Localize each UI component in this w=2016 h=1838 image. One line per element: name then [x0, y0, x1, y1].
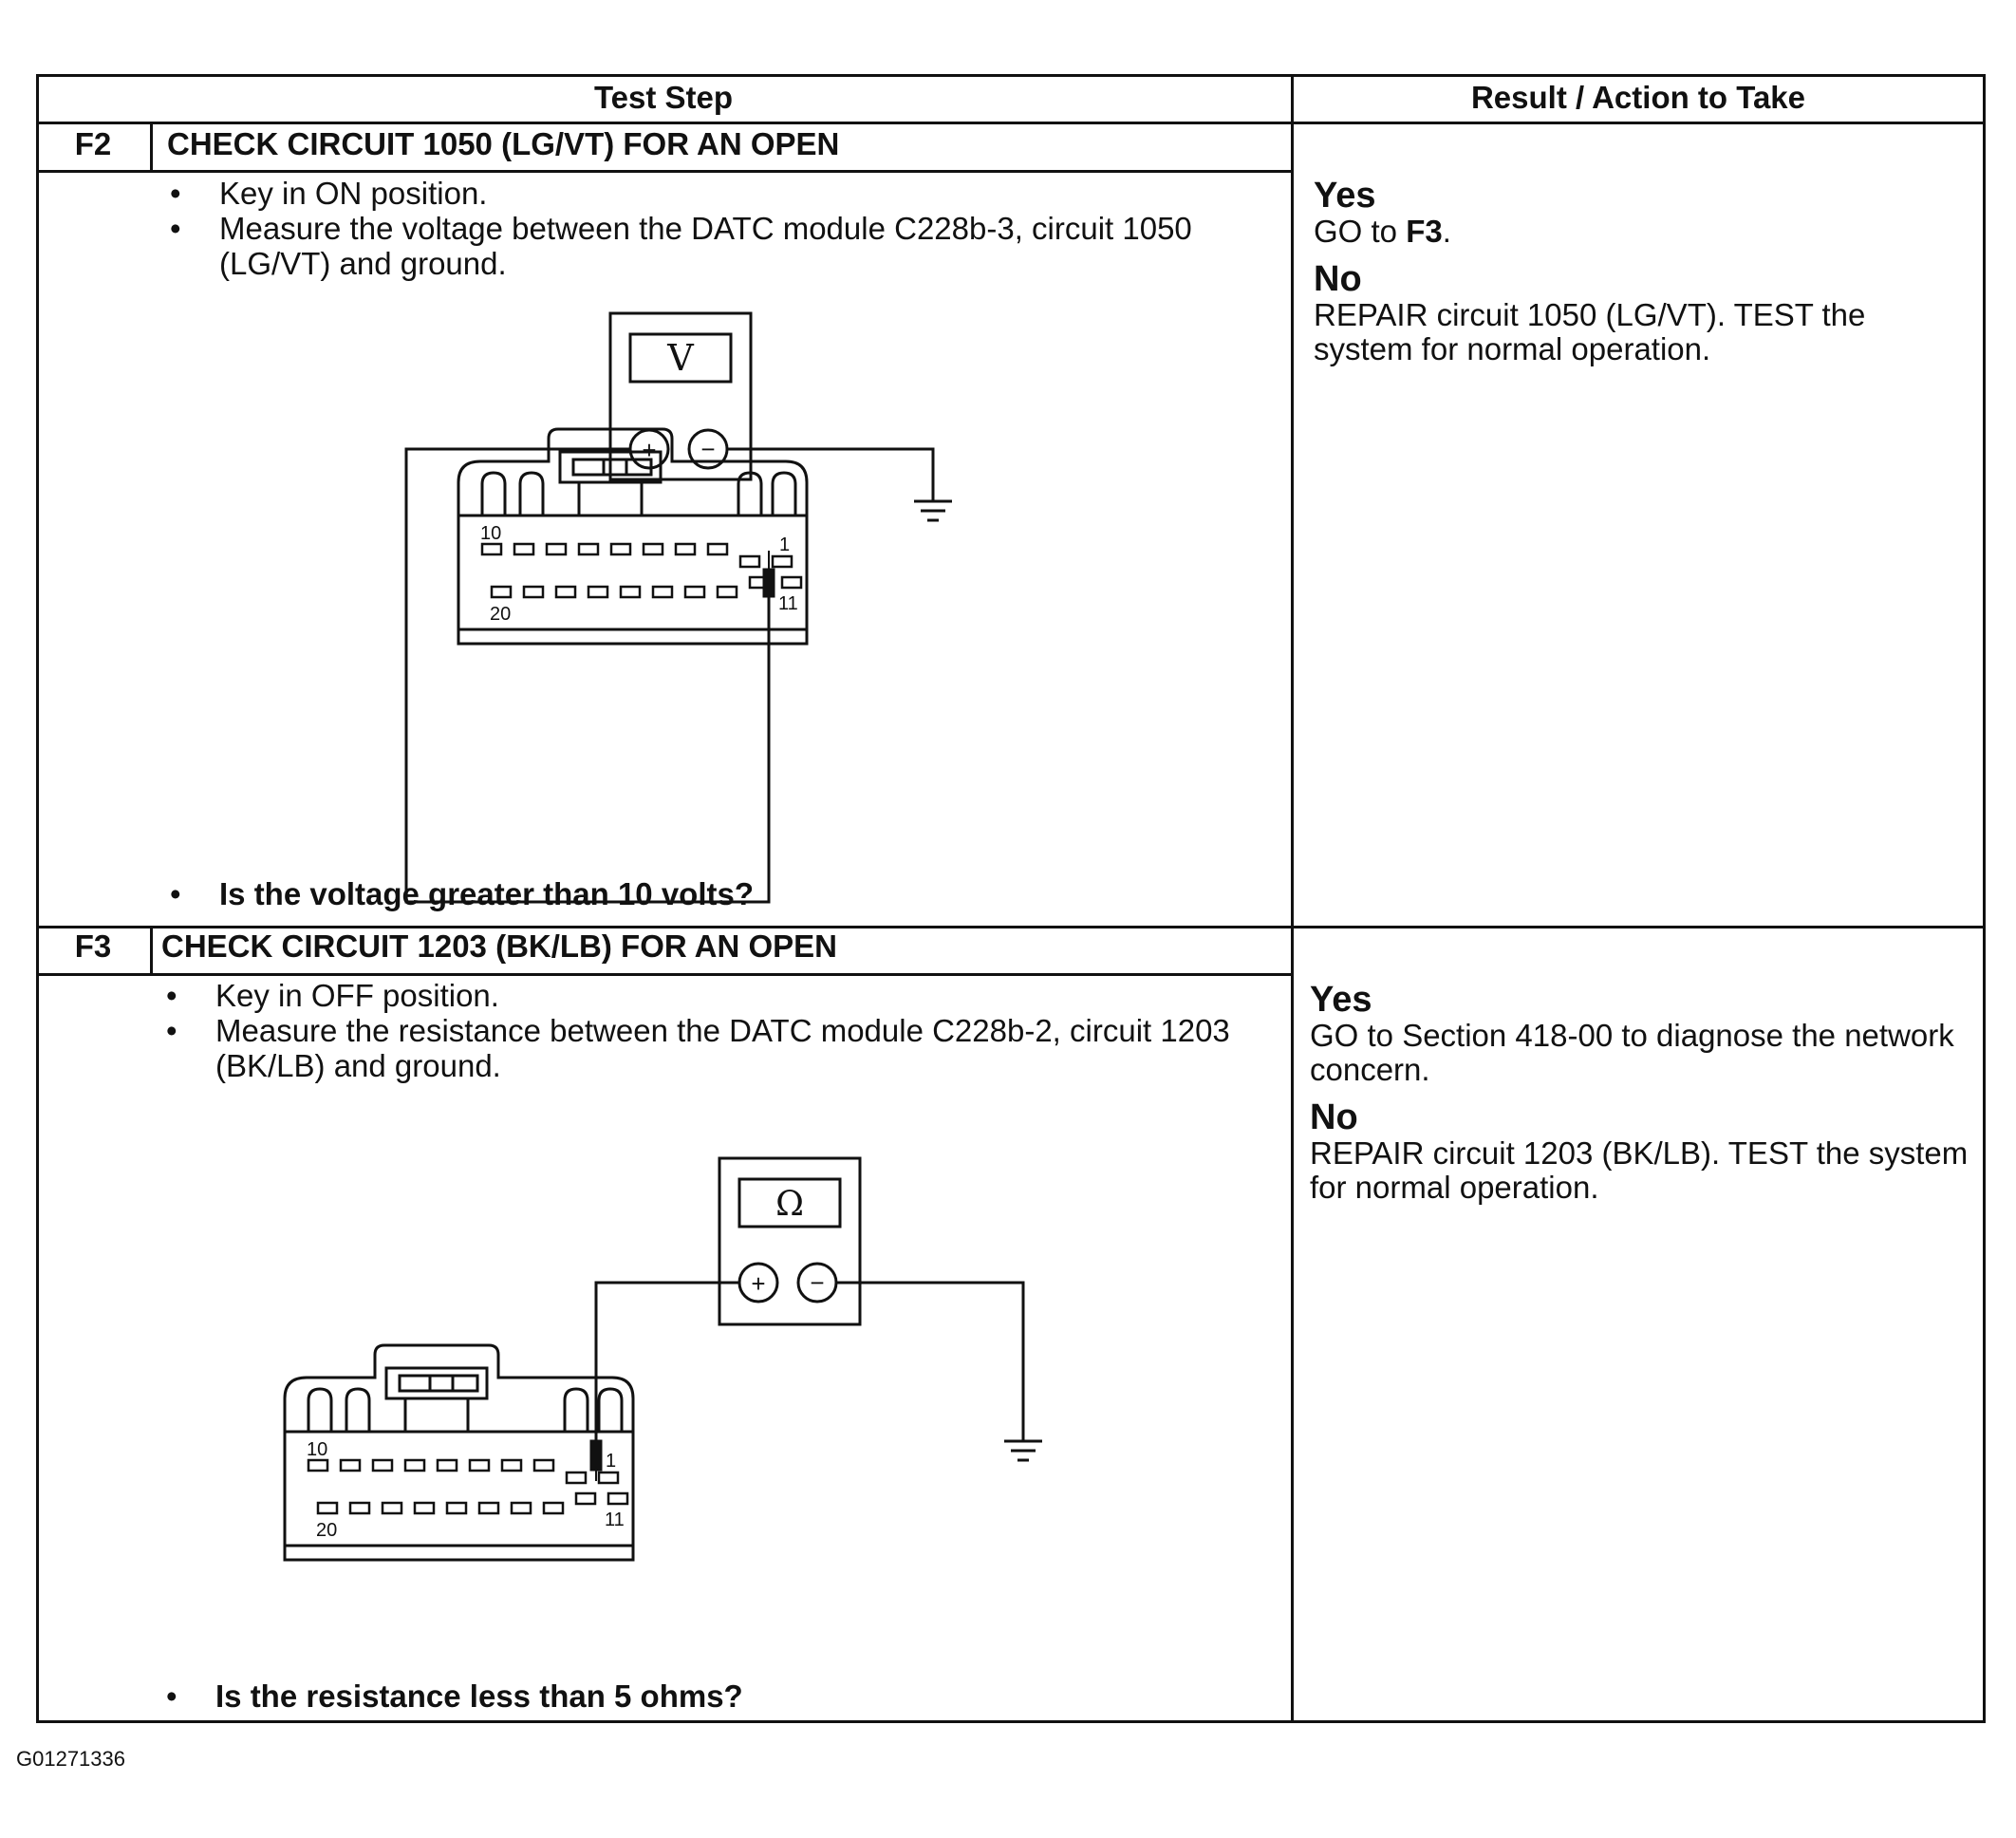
list-item: • Measure the voltage between the DATC mo…	[164, 211, 1265, 281]
bullet: •	[170, 876, 181, 911]
connector-c228b	[457, 427, 809, 646]
bullet: •	[166, 978, 177, 1013]
bullet: •	[170, 176, 181, 211]
negative-lead	[727, 447, 935, 454]
header-result-action: Result / Action to Take	[1470, 80, 1806, 115]
bullet: •	[166, 1013, 177, 1048]
f2-title-divider	[36, 170, 1293, 173]
result-yes-text: GO to Section 418-00 to diagnose the net…	[1310, 1018, 1954, 1087]
figure-id: G01271336	[16, 1747, 125, 1771]
pin-label-20: 20	[490, 604, 511, 625]
step-title-f3: CHECK CIRCUIT 1203 (BK/LB) FOR AN OPEN	[161, 928, 837, 964]
test-probe	[589, 1370, 603, 1481]
pin-label-10: 10	[480, 523, 501, 544]
voltmeter-display	[628, 332, 733, 384]
voltmeter-body	[608, 311, 753, 481]
result-yes-label: Yes	[1314, 176, 1376, 216]
positive-lead	[594, 1281, 739, 1370]
step-divider	[36, 926, 1986, 928]
pin-label-1: 1	[606, 1451, 616, 1472]
step-id-f2: F2	[74, 126, 112, 161]
f3-instructions: • Key in OFF position. • Measure the resis…	[160, 978, 1261, 1083]
test-probe	[762, 551, 775, 815]
table-border-top	[36, 74, 1986, 77]
table-border-bottom	[36, 1720, 1986, 1723]
f2-instructions: • Key in ON position. • Measure the voltag…	[164, 176, 1265, 281]
connector-pins-bottom	[490, 575, 803, 599]
pin-label-20: 20	[316, 1520, 337, 1541]
header-divider	[36, 122, 1986, 124]
result-no-text: REPAIR circuit 1203 (BK/LB). TEST the sy…	[1310, 1135, 1969, 1205]
f3-id-divider	[150, 926, 153, 975]
connector-pins-top	[307, 1458, 620, 1485]
instruction-text: Key in OFF position.	[215, 978, 499, 1013]
connector-pins-top	[480, 542, 793, 569]
instruction-text: Key in ON position.	[219, 176, 488, 211]
f2-id-divider	[150, 122, 153, 172]
f2-voltage-diagram: V + −	[404, 311, 952, 904]
column-divider	[1291, 74, 1294, 1723]
pin-label-1: 1	[779, 535, 790, 555]
pin-label-10: 10	[307, 1439, 327, 1460]
result-f3: Yes GO to Section 418-00 to diagnose the…	[1310, 981, 1969, 1216]
instruction-text: Measure the resistance between the DATC …	[215, 1013, 1230, 1083]
result-no-text: REPAIR circuit 1050 (LG/VT). TEST the sy…	[1314, 297, 1866, 366]
header-test-step: Test Step	[593, 80, 734, 115]
minus-terminal-label: −	[700, 435, 715, 463]
question-f2: • Is the voltage greater than 10 volts?	[164, 876, 754, 912]
list-item: • Key in ON position.	[164, 176, 1265, 211]
result-yes-label: Yes	[1310, 980, 1372, 1020]
bullet: •	[170, 211, 181, 246]
list-item: • Key in OFF position.	[160, 978, 1261, 1013]
positive-lead	[404, 447, 771, 904]
question-text: Is the voltage greater than 10 volts?	[219, 876, 754, 911]
ground-symbol	[914, 454, 952, 522]
negative-lead	[836, 1281, 1025, 1394]
connector-pins-bottom	[316, 1491, 629, 1515]
f3-resistance-diagram: Ω + −	[283, 1156, 1042, 1562]
ground-symbol	[1004, 1394, 1042, 1462]
result-no-label: No	[1314, 259, 1362, 299]
step-title-f2: CHECK CIRCUIT 1050 (LG/VT) FOR AN OPEN	[167, 126, 840, 161]
yes-action: GO to	[1314, 214, 1407, 249]
ohmmeter-display	[737, 1177, 842, 1228]
voltmeter-symbol: V	[666, 337, 694, 379]
diagnostic-test-table: Test Step Result / Action to Take F2 CHE…	[36, 74, 1986, 1723]
list-item: • Measure the resistance between the DATC…	[160, 1013, 1261, 1083]
ohmmeter-body	[718, 1156, 862, 1326]
f3-title-divider	[36, 973, 1293, 976]
ohmmeter-symbol: Ω	[775, 1185, 804, 1224]
minus-terminal-label: −	[810, 1268, 824, 1297]
yes-suffix: .	[1442, 214, 1451, 249]
result-no-label: No	[1310, 1097, 1358, 1137]
table-border-right	[1983, 74, 1986, 1723]
instruction-text: Measure the voltage between the DATC mod…	[219, 211, 1192, 281]
yes-target-link[interactable]: F3	[1406, 214, 1443, 249]
plus-terminal-label: +	[751, 1269, 765, 1298]
table-border-left	[36, 74, 39, 1723]
result-f2: Yes GO to F3. No REPAIR circuit 1050 (LG…	[1314, 177, 1969, 378]
question-text: Is the resistance less than 5 ohms?	[215, 1679, 743, 1714]
pin-label-11: 11	[605, 1510, 625, 1530]
pin-label-11: 11	[778, 593, 798, 614]
step-id-f3: F3	[74, 928, 112, 964]
plus-terminal-label: +	[642, 436, 656, 464]
bullet: •	[166, 1679, 177, 1714]
connector-c228b	[283, 1343, 635, 1562]
question-f3: • Is the resistance less than 5 ohms?	[160, 1679, 743, 1715]
result-yes-text: GO to F3.	[1314, 215, 1969, 249]
